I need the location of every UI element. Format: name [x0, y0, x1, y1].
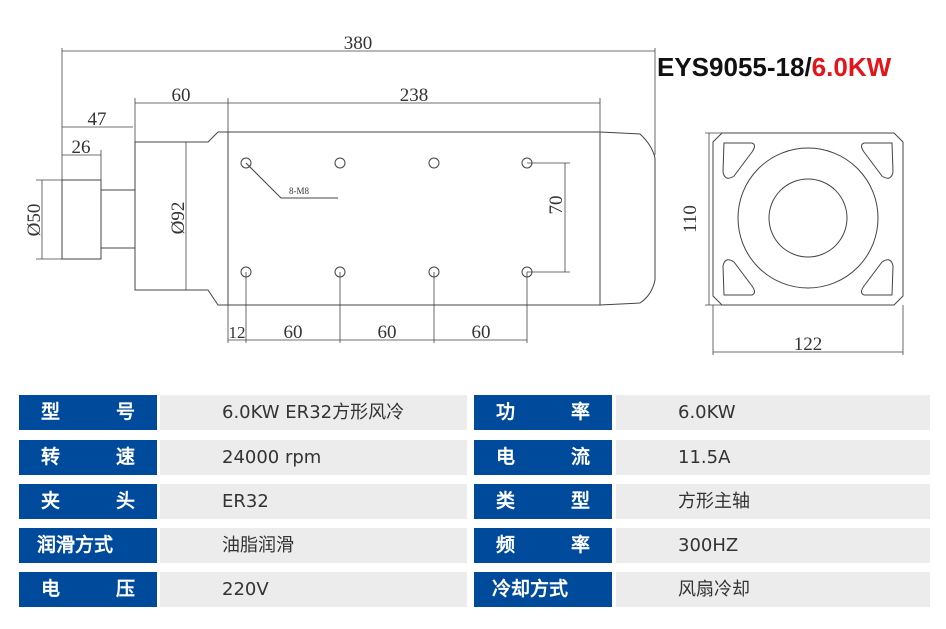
spec-value: 300HZ — [616, 528, 930, 563]
end-view — [705, 132, 904, 355]
spec-value: ER32 — [160, 484, 467, 519]
product-title: EYS9055-18/6.0KW — [657, 52, 891, 83]
dim-12: 12 — [229, 323, 246, 342]
inner-bore — [768, 178, 848, 258]
main-body — [227, 131, 601, 306]
spec-label: 频率 — [474, 528, 612, 563]
dim-60-front: 60 — [172, 85, 191, 106]
label-char: 频 — [496, 534, 516, 556]
collet-nut — [61, 179, 102, 260]
hole-callout: 8-M8 — [289, 186, 309, 196]
label-char: 压 — [115, 578, 135, 600]
spec-label: 电流 — [474, 440, 612, 475]
dimension-lines — [36, 48, 656, 343]
spec-value: 220V — [160, 572, 467, 607]
model-number: EYS9055-18/ — [657, 52, 812, 82]
dim-380: 380 — [344, 33, 373, 54]
spec-label: 功率 — [474, 395, 612, 430]
spec-value: 油脂润滑 — [160, 528, 467, 563]
label-char: 电 — [41, 578, 61, 600]
spec-row: 转速 24000 rpm 电流 11.5A — [19, 440, 930, 475]
spec-value: 6.0KW — [616, 395, 930, 430]
outer-ring — [737, 147, 879, 289]
dim-60-c: 60 — [472, 322, 491, 343]
spec-row: 润滑方式 油脂润滑 频率 300HZ — [19, 528, 930, 563]
spec-label: 夹头 — [19, 484, 157, 519]
label-char: 率 — [570, 534, 590, 556]
spec-value: 24000 rpm — [160, 440, 467, 475]
dim-70: 70 — [546, 196, 567, 215]
label-char: 夹 — [41, 490, 61, 512]
dim-dia-92: Ø92 — [168, 202, 189, 235]
hole-leader — [245, 162, 338, 199]
dim-dia-50: Ø50 — [24, 204, 45, 237]
spec-label: 电压 — [19, 572, 157, 607]
spec-value: 11.5A — [616, 440, 930, 475]
spec-row: 电压 220V 冷却方式 风扇冷却 — [19, 572, 930, 607]
dim-47: 47 — [88, 109, 107, 130]
spec-value: 风扇冷却 — [616, 572, 930, 607]
label-char: 转 — [41, 446, 61, 468]
spec-row: 夹头 ER32 类型 方形主轴 — [19, 484, 930, 519]
label-char: 类 — [496, 490, 516, 512]
technical-drawing: 380 60 238 47 26 Ø50 Ø92 70 8-M8 12 60 6… — [24, 33, 904, 355]
front-housing — [134, 131, 228, 306]
label-char: 号 — [115, 401, 135, 423]
dim-60-a: 60 — [284, 322, 303, 343]
dimension-labels: 380 60 238 47 26 Ø50 Ø92 70 8-M8 12 60 6… — [24, 33, 822, 355]
spec-label: 冷却方式 — [474, 572, 612, 607]
spec-label: 类型 — [474, 484, 612, 519]
dim-110: 110 — [680, 205, 701, 233]
label-char: 电 — [496, 446, 516, 468]
mounting-holes — [240, 157, 533, 278]
spec-label: 润滑方式 — [19, 528, 157, 563]
label-char: 型 — [41, 401, 61, 423]
label-char: 型 — [570, 490, 590, 512]
label-char: 头 — [115, 490, 135, 512]
dim-122: 122 — [794, 334, 823, 355]
spindle-nose — [100, 189, 136, 249]
label-char: 率 — [570, 401, 590, 423]
cooling-slots — [722, 142, 894, 296]
dim-238: 238 — [400, 85, 429, 106]
spec-value: 6.0KW ER32方形风冷 — [160, 395, 467, 430]
dim-60-b: 60 — [378, 322, 397, 343]
spec-label: 转速 — [19, 440, 157, 475]
spec-row: 型号 6.0KW ER32方形风冷 功率 6.0KW — [19, 395, 930, 430]
power-rating: 6.0KW — [811, 52, 892, 82]
spec-value: 方形主轴 — [616, 484, 930, 519]
label-char: 功 — [496, 401, 516, 423]
dim-26: 26 — [72, 137, 91, 158]
side-view — [61, 131, 656, 306]
rear-cap — [599, 131, 656, 306]
end-plate — [712, 132, 904, 306]
label-char: 流 — [570, 446, 590, 468]
spec-label: 型号 — [19, 395, 157, 430]
label-char: 速 — [115, 446, 135, 468]
